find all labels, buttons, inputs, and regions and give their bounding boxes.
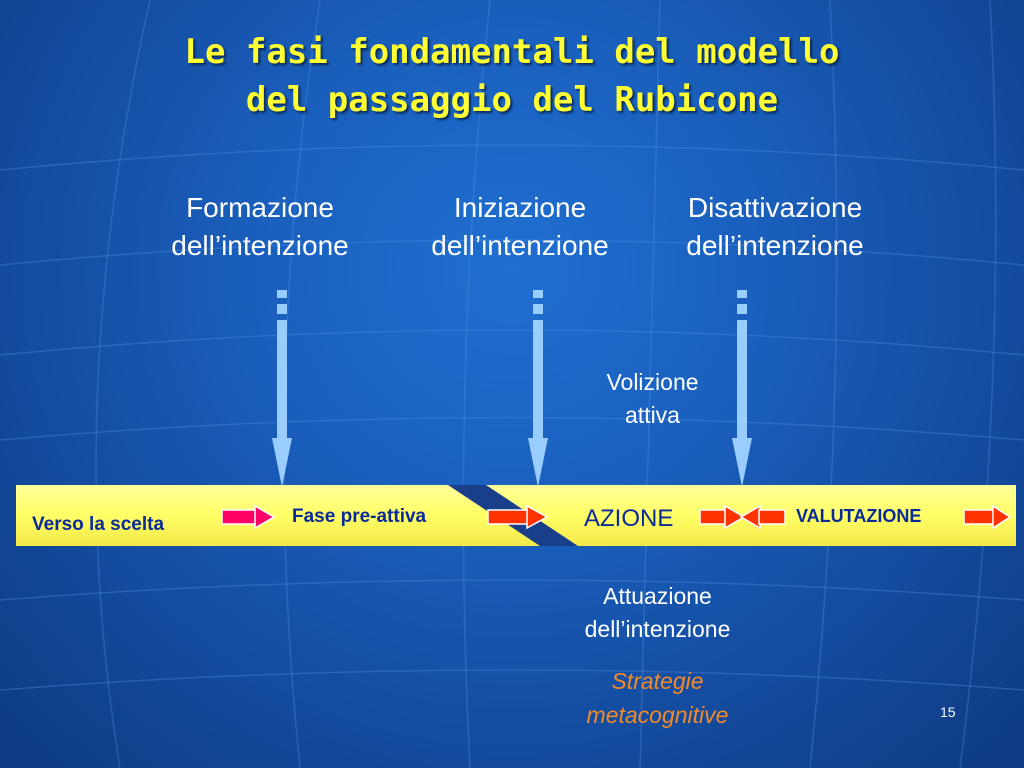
red-arrow-icon-3: [963, 504, 1012, 530]
valutazione-label: VALUTAZIONE: [796, 506, 922, 526]
strategie-line-1: Strategie: [611, 668, 704, 694]
phase-label-formazione: Formazione dell’intenzione: [140, 189, 380, 265]
title-line-1: Le fasi fondamentali del modello: [184, 32, 840, 72]
phase-label-disattivazione: Disattivazione dell’intenzione: [650, 189, 900, 265]
left-arrow-icon: [739, 504, 786, 530]
phase-disattivazione-line-2: dell’intenzione: [686, 230, 864, 261]
phase-formazione-line-1: Formazione: [186, 192, 334, 223]
page-number: 15: [940, 704, 956, 720]
slide-title: Le fasi fondamentali del modello del pas…: [0, 28, 1024, 124]
phase-disattivazione-line-1: Disattivazione: [687, 192, 863, 223]
azione-label: AZIONE: [584, 505, 674, 532]
red-arrow-icon-2: [699, 504, 746, 530]
title-line-2: del passaggio del Rubicone: [245, 80, 779, 120]
phase-formazione-line-2: dell’intenzione: [171, 230, 349, 261]
volizione-attiva-label: Volizione attiva: [580, 366, 725, 432]
down-arrow-disattivazione: [732, 290, 752, 487]
volizione-line-2: attiva: [625, 402, 680, 428]
volizione-line-1: Volizione: [606, 369, 699, 395]
fase-preattiva-label: Fase pre-attiva: [292, 506, 427, 527]
down-arrow-formazione: [272, 290, 292, 487]
attuazione-line-1: Attuazione: [603, 583, 712, 609]
verso-la-scelta-label: Verso la scelta: [32, 514, 165, 535]
attuazione-label: Attuazione dell’intenzione: [555, 580, 760, 646]
phase-label-iniziazione: Iniziazione dell’intenzione: [400, 189, 640, 265]
red-arrow-icon-1: [487, 504, 549, 530]
attuazione-line-2: dell’intenzione: [584, 616, 731, 642]
down-arrow-iniziazione: [528, 290, 548, 487]
phase-iniziazione-line-1: Iniziazione: [453, 192, 587, 223]
strategie-metacognitive-label: Strategie metacognitive: [555, 664, 760, 732]
pink-arrow-icon: [221, 504, 276, 530]
strategie-line-2: metacognitive: [586, 702, 729, 728]
phase-iniziazione-line-2: dell’intenzione: [431, 230, 609, 261]
